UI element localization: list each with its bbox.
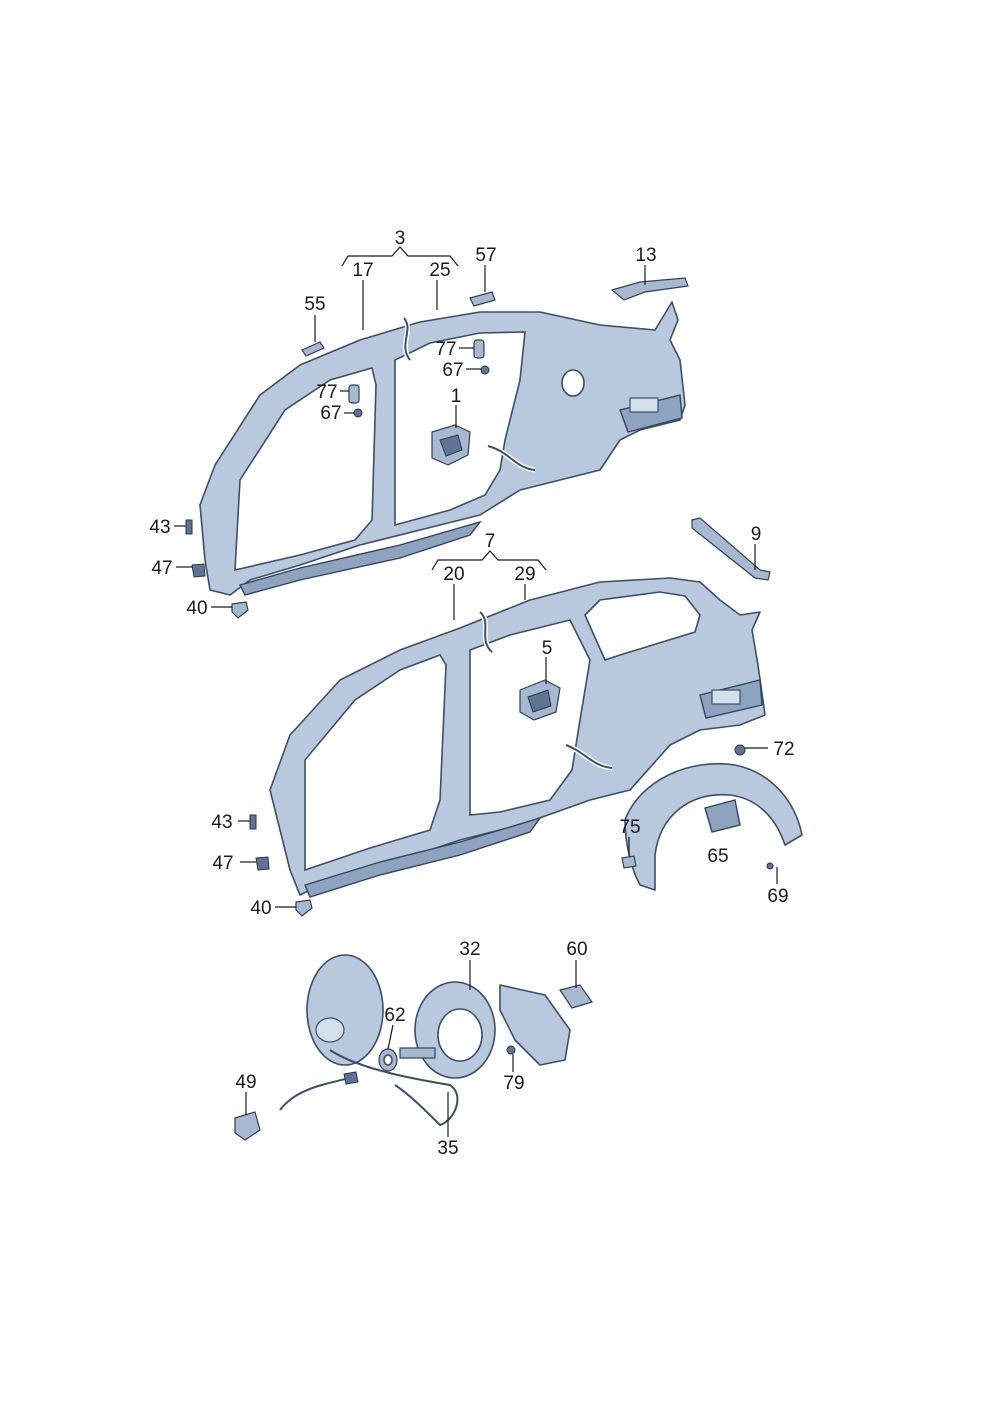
callout-77-lower: 77: [316, 382, 337, 403]
callout-43-lower: 43: [211, 812, 232, 833]
callout-65: 65: [707, 846, 728, 867]
side-panel-estate: [269, 577, 766, 898]
leader-lines: [174, 246, 778, 1137]
callout-17: 17: [352, 260, 373, 281]
callout-47-upper: 47: [151, 558, 172, 579]
callout-67-lower: 67: [320, 403, 341, 424]
callout-55: 55: [304, 294, 325, 315]
callout-67-upper: 67: [442, 360, 463, 381]
callout-5: 5: [542, 638, 553, 659]
callout-60: 60: [566, 939, 587, 960]
callouts: 3 17 25 57 13 55 77 67 77 67 1 43 47 40 …: [149, 228, 794, 1159]
callout-72: 72: [773, 739, 794, 760]
callout-62: 62: [384, 1005, 405, 1026]
fuel-filler-assembly: [234, 954, 593, 1141]
callout-1: 1: [451, 386, 462, 407]
wheel-liner: [621, 744, 803, 891]
callout-57: 57: [475, 245, 496, 266]
callout-47-lower: 47: [212, 853, 233, 874]
callout-9: 9: [751, 524, 762, 545]
callout-79: 79: [503, 1073, 524, 1094]
callout-32: 32: [459, 939, 480, 960]
callout-43-upper: 43: [149, 517, 170, 538]
callout-40-upper: 40: [186, 598, 207, 619]
callout-77-upper: 77: [435, 339, 456, 360]
callout-35: 35: [437, 1138, 458, 1159]
callout-29: 29: [514, 564, 535, 585]
callout-75: 75: [619, 817, 640, 838]
callout-3: 3: [395, 228, 406, 249]
small-parts: [185, 277, 771, 917]
callout-40-lower: 40: [250, 898, 271, 919]
callout-69: 69: [767, 886, 788, 907]
callout-13: 13: [635, 245, 656, 266]
callout-25: 25: [429, 260, 450, 281]
callout-49: 49: [235, 1072, 256, 1093]
callout-7: 7: [485, 531, 496, 552]
callout-20: 20: [443, 564, 464, 585]
